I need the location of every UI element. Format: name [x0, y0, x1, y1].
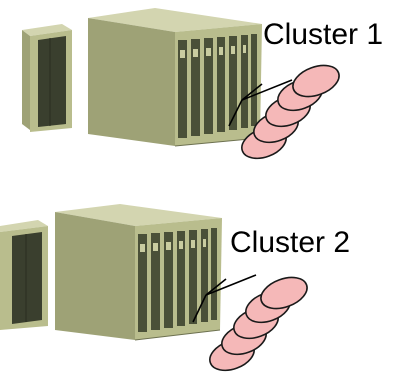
cluster-1-small-rack: [22, 24, 72, 132]
cluster-1-label: Cluster 1: [263, 18, 383, 51]
cluster-1-arrow: [228, 79, 293, 127]
disk-icon: [292, 64, 340, 98]
cluster-1-rack-row: [88, 8, 262, 147]
cluster-2-small-rack: [0, 220, 48, 330]
cluster-1-group: Cluster 1: [22, 8, 383, 160]
cluster-2-label: Cluster 2: [230, 226, 350, 259]
disk-icon: [260, 276, 308, 310]
cluster-1-disk-stack: [241, 64, 340, 160]
cluster-2-group: Cluster 2: [0, 204, 350, 372]
cluster-2-disk-stack: [209, 276, 308, 372]
cluster-2-arrow: [192, 274, 257, 323]
cluster-2-rack-row: [55, 204, 222, 341]
